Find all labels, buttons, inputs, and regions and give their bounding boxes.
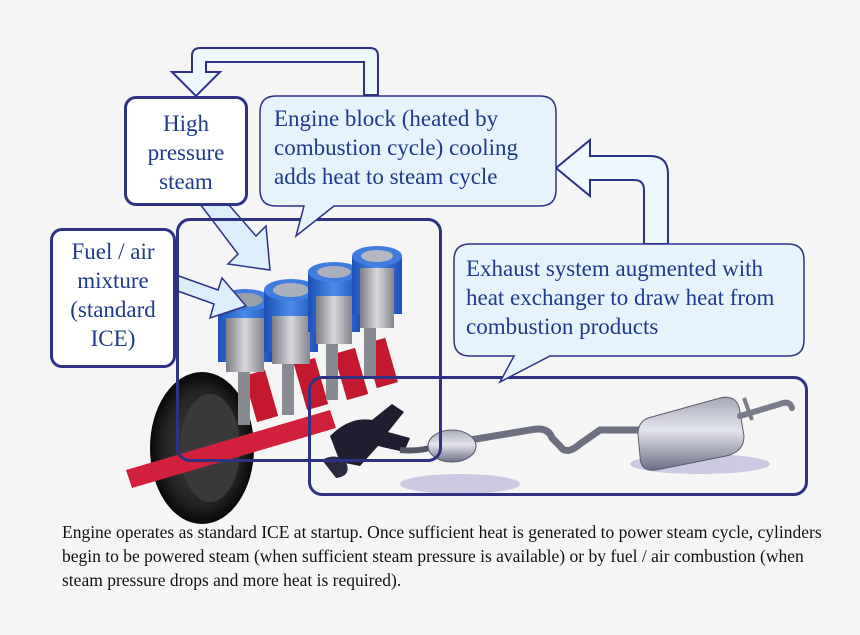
exhaust-label: Exhaust system augmented with heat excha… bbox=[466, 256, 775, 339]
diagram-caption: Engine operates as standard ICE at start… bbox=[62, 522, 822, 590]
steam-return-arrow bbox=[169, 47, 379, 98]
fuel-air-mixture-box: Fuel / air mixture (standard ICE) bbox=[50, 228, 176, 368]
high-pressure-steam-label: High pressure steam bbox=[147, 111, 225, 194]
engine-block-label: Engine block (heated by combustion cycle… bbox=[274, 106, 518, 189]
exhaust-region-box bbox=[308, 376, 808, 496]
engine-illustration bbox=[218, 246, 402, 372]
heat-return-arrow bbox=[554, 137, 669, 245]
high-pressure-steam-box: High pressure steam bbox=[124, 96, 248, 206]
fuel-air-mixture-label: Fuel / air mixture (standard ICE) bbox=[70, 239, 156, 351]
